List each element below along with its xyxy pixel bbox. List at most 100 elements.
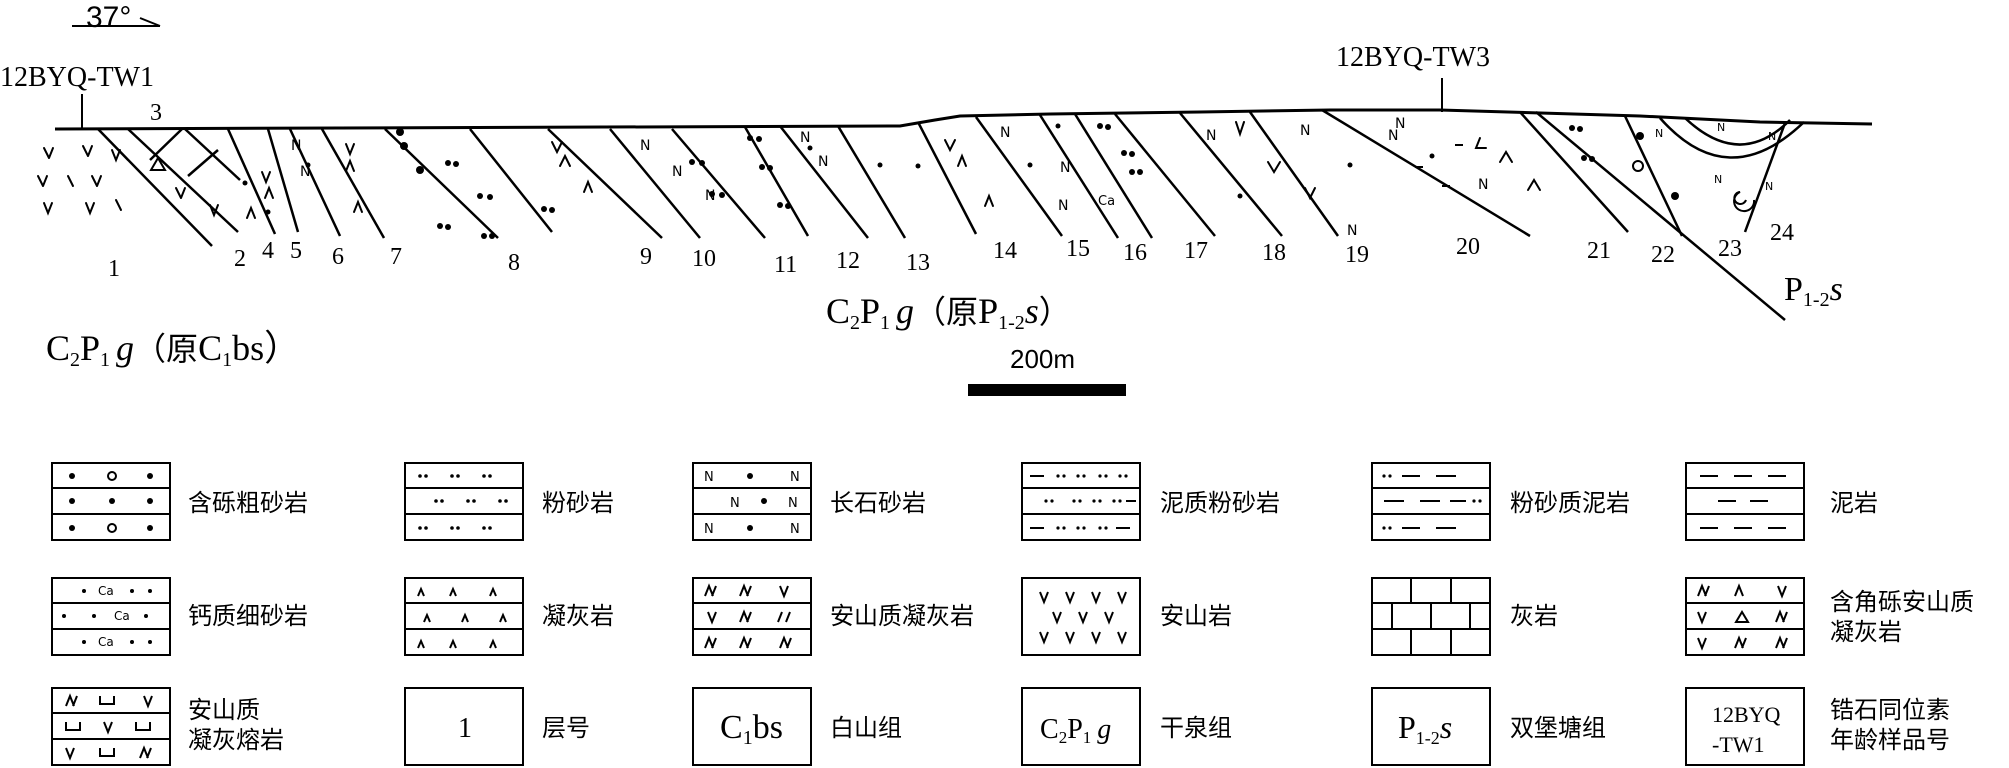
legend-label-zircon-sample-number-2: 年龄样品号: [1830, 726, 1950, 754]
svg-text:N: N: [1478, 177, 1488, 193]
sample-tw1-label: 12BYQ-TW1: [0, 62, 154, 93]
legend-swatch-muddy-siltstone: [1021, 462, 1141, 541]
svg-text:N: N: [1000, 125, 1010, 141]
legend-label-tuff: 凝灰岩: [542, 602, 614, 630]
svg-text:12: 12: [836, 248, 860, 274]
svg-text:10: 10: [692, 246, 716, 272]
legend-label-pebbly-coarse-sandstone: 含砾粗砂岩: [188, 489, 308, 517]
legend-label-andesite: 安山岩: [1160, 602, 1232, 630]
svg-text:N: N: [788, 496, 798, 511]
svg-text:N: N: [1300, 123, 1310, 139]
svg-text:N: N: [1655, 127, 1663, 140]
legend-label-shuangbaotang-formation: 双堡塘组: [1510, 714, 1606, 742]
svg-text:24: 24: [1770, 220, 1794, 246]
legend-label-breccia-andesitic-tuff-2: 凝灰岩: [1830, 618, 1902, 646]
legend-label-feldspathic-sandstone: 长石砂岩: [830, 489, 926, 517]
legend-label-limestone: 灰岩: [1510, 602, 1558, 630]
legend-swatch-pebbly-coarse-sandstone: [51, 462, 171, 541]
svg-text:N: N: [1714, 173, 1722, 186]
legend-label-siltstone: 粉砂岩: [542, 489, 614, 517]
legend-swatch-tuff: [404, 577, 524, 656]
svg-text:11: 11: [774, 252, 797, 278]
svg-text:6: 6: [332, 244, 344, 270]
legend-label-andesitic-tuff: 安山质凝灰岩: [830, 602, 974, 630]
section-symbols: [37, 121, 1541, 219]
legend-swatch-siltstone: [404, 462, 524, 541]
azimuth-label: 37°: [86, 1, 131, 34]
svg-text:Ca: Ca: [114, 609, 130, 623]
legend-labels: 含砾粗砂岩 粉砂岩 长石砂岩 泥质粉砂岩 粉砂质泥岩 泥岩 钙质细砂岩 凝灰岩 …: [188, 489, 1974, 754]
unit-label-right: P1-2s: [1784, 271, 1843, 311]
svg-text:N: N: [1060, 160, 1070, 176]
legend-swatch-limestone: [1371, 577, 1491, 656]
legend-swatch-andesitic-welded-tuff: [51, 687, 171, 766]
svg-text:N: N: [704, 470, 714, 485]
legend-label-andesitic-welded-tuff: 安山质: [188, 696, 260, 724]
svg-text:7: 7: [390, 244, 402, 270]
legend-label-andesitic-welded-tuff-2: 凝灰熔岩: [188, 726, 284, 754]
svg-text:Ca: Ca: [1098, 194, 1115, 209]
svg-text:8: 8: [508, 250, 520, 276]
svg-text:N: N: [1768, 130, 1776, 143]
svg-text:18: 18: [1262, 240, 1286, 266]
svg-text:N: N: [300, 164, 310, 180]
svg-text:12BYQ: 12BYQ: [1712, 702, 1781, 727]
svg-text:9: 9: [640, 244, 652, 270]
svg-text:17: 17: [1184, 238, 1208, 264]
legend-label-ganquan-formation: 干泉组: [1160, 714, 1232, 742]
sample-tw3-marker: 12BYQ-TW3: [1336, 42, 1490, 112]
svg-text:-TW1: -TW1: [1712, 732, 1765, 757]
legend-label-silty-mudstone: 粉砂质泥岩: [1510, 489, 1630, 517]
svg-text:N: N: [672, 164, 682, 180]
svg-text:N: N: [1765, 180, 1773, 193]
svg-text:P1-2s: P1-2s: [1784, 271, 1843, 311]
legend-label-breccia-andesitic-tuff: 含角砾安山质: [1830, 588, 1974, 616]
svg-text:13: 13: [906, 250, 930, 276]
svg-text:16: 16: [1123, 240, 1147, 266]
legend-label-zircon-sample-number: 锆石同位素: [1830, 696, 1950, 724]
legend-swatch-shuangbaotang-formation: [1371, 687, 1491, 766]
svg-text:3: 3: [150, 100, 162, 126]
svg-text:C1bs: C1bs: [720, 709, 783, 749]
svg-text:N: N: [1347, 223, 1357, 239]
legend-swatch-silty-mudstone: [1371, 462, 1491, 541]
svg-text:Ca: Ca: [98, 584, 114, 598]
legend-label-layer-number: 层号: [542, 714, 590, 742]
svg-text:15: 15: [1066, 236, 1090, 262]
legend-swatch-andesite: [1021, 577, 1141, 656]
legend-swatch-layer-number: [404, 687, 524, 766]
svg-text:1: 1: [458, 713, 472, 744]
svg-text:N: N: [818, 154, 828, 170]
section-profile: [54, 108, 1873, 321]
svg-text:N: N: [1058, 198, 1068, 214]
svg-text:N: N: [790, 522, 800, 537]
svg-text:21: 21: [1587, 238, 1611, 264]
svg-text:4: 4: [262, 238, 274, 264]
legend-label-baishan-formation: 白山组: [830, 714, 902, 742]
legend-label-mudstone: 泥岩: [1830, 489, 1878, 517]
svg-text:P1-2s: P1-2s: [1398, 709, 1452, 748]
sample-tw3-label: 12BYQ-TW3: [1336, 42, 1490, 73]
svg-text:N: N: [1206, 128, 1216, 144]
svg-text:N: N: [1717, 121, 1725, 134]
svg-text:Ca: Ca: [98, 635, 114, 649]
svg-text:14: 14: [993, 238, 1017, 264]
svg-text:22: 22: [1651, 242, 1675, 268]
svg-text:N: N: [640, 138, 650, 154]
svg-text:N: N: [704, 522, 714, 537]
legend-label-muddy-siltstone: 泥质粉砂岩: [1160, 489, 1280, 517]
svg-text:2: 2: [234, 246, 246, 272]
svg-text:5: 5: [290, 238, 302, 264]
svg-text:23: 23: [1718, 236, 1742, 262]
scale-bar-label: 200m: [1010, 344, 1075, 374]
legend-swatch-baishan-formation: [692, 687, 812, 766]
svg-text:N: N: [1395, 116, 1405, 132]
